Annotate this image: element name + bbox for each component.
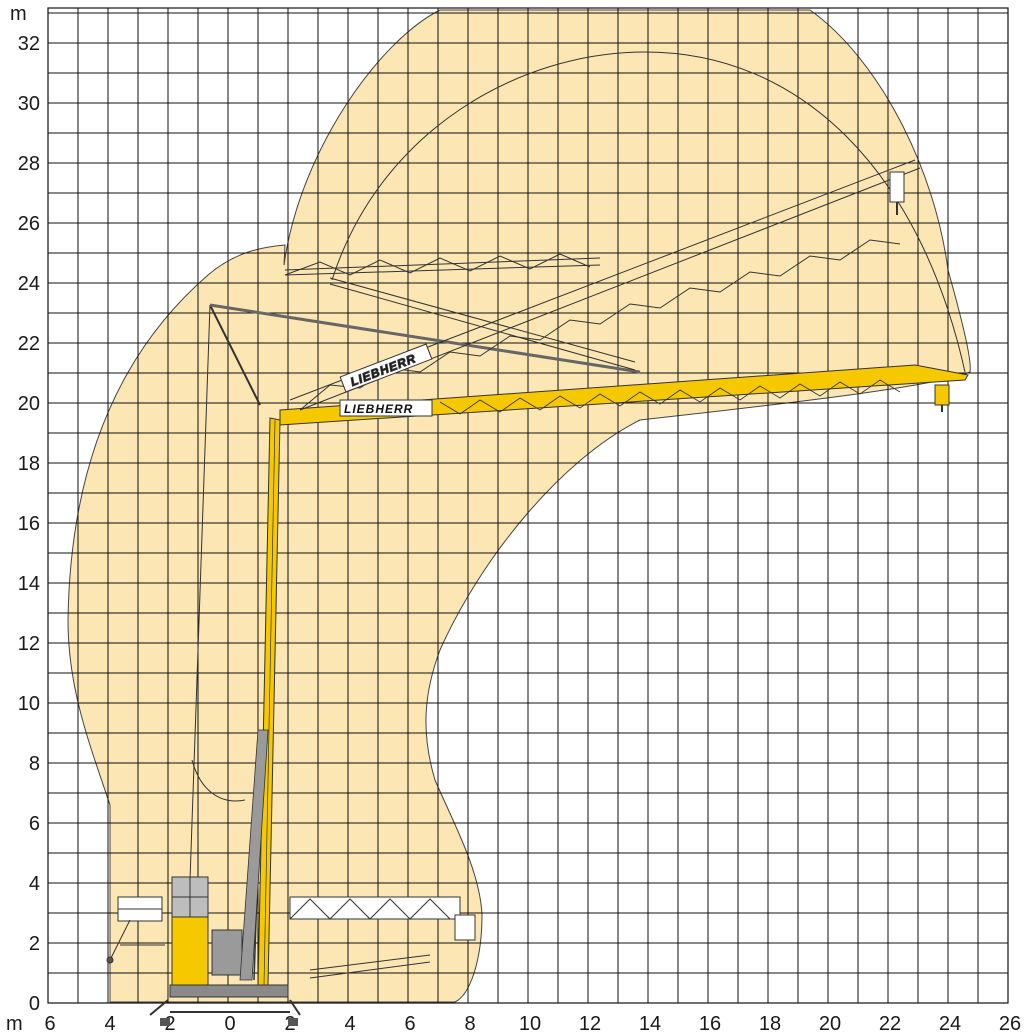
jib-brand-plate [339, 399, 433, 417]
y-tick-label: 26 [18, 213, 40, 235]
x-tick-label: 26 [999, 1013, 1021, 1035]
outriggers [149, 999, 301, 1016]
y-tick-label: 12 [18, 633, 40, 655]
y-tick-label: 2 [29, 933, 40, 955]
x-tick-label: 24 [939, 1013, 961, 1035]
plot-frame [47, 7, 1009, 1004]
jib-sweep-arc [331, 51, 966, 373]
y-tick-label: 8 [29, 753, 40, 775]
x-tick-label: 8 [464, 1013, 475, 1035]
x-tick-label: 10 [519, 1013, 541, 1035]
x-tick-label: 4 [344, 1013, 355, 1035]
x-tick-label: 6 [404, 1013, 415, 1035]
grid-lines [47, 8, 1009, 1004]
x-tick-label: 14 [639, 1013, 661, 1035]
x-axis-tick-labels: 64202468101214161820222426 [44, 1013, 1021, 1035]
x-tick-label: 20 [819, 1013, 841, 1035]
mast-folded [106, 896, 165, 964]
y-tick-label: 6 [29, 813, 40, 835]
y-tick-label: 16 [18, 513, 40, 535]
jib-horizontal: LIEBHERR [279, 364, 969, 426]
x-tick-label: 12 [579, 1013, 601, 1035]
chassis [169, 984, 289, 998]
hook-block-right [934, 384, 950, 406]
x-tick-label: 18 [759, 1013, 781, 1035]
x-tick-label: 4 [104, 1013, 115, 1035]
counter-weight [211, 929, 243, 976]
y-tick-label: 24 [18, 273, 40, 295]
working-range-envelope [67, 9, 971, 1003]
crane-tower [189, 303, 641, 986]
y-tick-label: 30 [18, 93, 40, 115]
y-tick-label: 22 [18, 333, 40, 355]
y-tick-label: 10 [18, 693, 40, 715]
luffed-jib-brand-plate [339, 343, 433, 393]
x-tick-label: 22 [879, 1013, 901, 1035]
y-axis-unit: m [10, 3, 27, 25]
hook-block-folded [454, 914, 476, 941]
x-tick-label: 0 [224, 1013, 235, 1035]
y-tick-label: 4 [29, 873, 40, 895]
x-tick-label: 16 [699, 1013, 721, 1035]
y-tick-label: 28 [18, 153, 40, 175]
y-tick-label: 14 [18, 573, 40, 595]
y-tick-label: 20 [18, 393, 40, 415]
jib-folded [289, 896, 476, 979]
y-tick-label: 32 [18, 33, 40, 55]
y-tick-label: 18 [18, 453, 40, 475]
x-tick-label: 6 [44, 1013, 55, 1035]
x-axis-unit: m [6, 1013, 23, 1035]
crane-base [149, 876, 301, 1026]
hook-block-top [889, 171, 905, 203]
y-tick-label: 0 [29, 993, 40, 1015]
slewing-platform [171, 916, 209, 988]
jib-brand-label: LIEBHERR [344, 402, 413, 416]
